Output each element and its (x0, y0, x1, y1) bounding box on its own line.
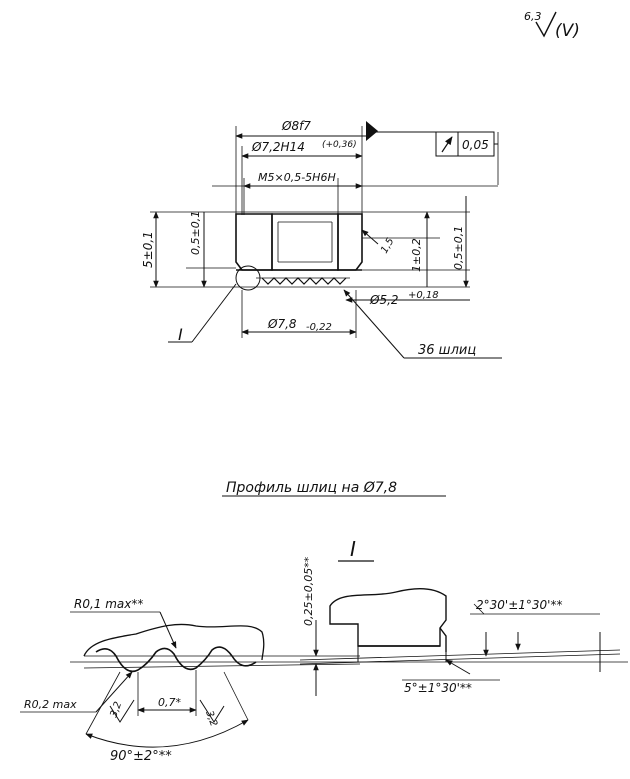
dim-left-flange: 0,5±0,1 (189, 211, 202, 255)
runout-value: 0,05 (462, 138, 489, 152)
dim-total-height: 5±0,1 (141, 231, 155, 268)
rough-left: 3,2 (108, 700, 124, 719)
dim-outer-diameter: Ø8f7 (281, 119, 311, 133)
roughness-paren: (V) (555, 21, 580, 41)
dim-spline-root: Ø5,2 (369, 293, 399, 307)
dim-pitch: 0,7* (158, 696, 181, 709)
spline-count: 36 шлиц (418, 343, 476, 358)
runout-frame: 0,05 (435, 131, 499, 185)
dim-spline-root-tol: +0,18 (408, 290, 439, 301)
roughness-value: 6,3 (524, 10, 542, 23)
rough-right: 3,2 (203, 709, 219, 728)
dim-bore-diameter: Ø7,2H14 (251, 140, 305, 154)
dim-bore-tolerance: (+0,36) (322, 140, 357, 150)
detail-label: I (350, 537, 356, 561)
dim-spline-height: 1±0,2 (410, 238, 423, 272)
part-section (235, 213, 363, 285)
detail-view: I 0,25±0,05** 2°30'±1°30'** 5°± (20, 537, 628, 764)
dim-right-flange: 0,5±0,1 (452, 226, 465, 270)
profile-title: Профиль шлиц на Ø7,8 (226, 480, 397, 496)
dim-thread: M5×0,5-5H6H (258, 171, 336, 184)
dim-spline-outer-tol: -0,22 (306, 322, 332, 333)
datum-triangle (366, 121, 378, 141)
dim-chamfer: 1,5 (379, 236, 396, 255)
dim-radius-bottom: R0,2 max (24, 698, 77, 711)
dim-angle-taper: 5°±1°30'** (404, 681, 472, 695)
detail-ref-label: I (178, 325, 183, 344)
roughness-symbol: 6,3 (V) (524, 10, 580, 41)
sectional-view: Ø8f7 0,05 Ø7,2H14 (+0,36) M5×0,5-5H6H (141, 119, 502, 359)
dim-depth: 0,25±0,05** (302, 556, 315, 626)
dim-radius-top: R0,1 max** (74, 597, 143, 611)
dim-profile-angle: 90°±2°** (110, 749, 172, 764)
dim-angle-small: 2°30'±1°30'** (476, 598, 562, 612)
dim-spline-outer: Ø7,8 (267, 317, 297, 331)
